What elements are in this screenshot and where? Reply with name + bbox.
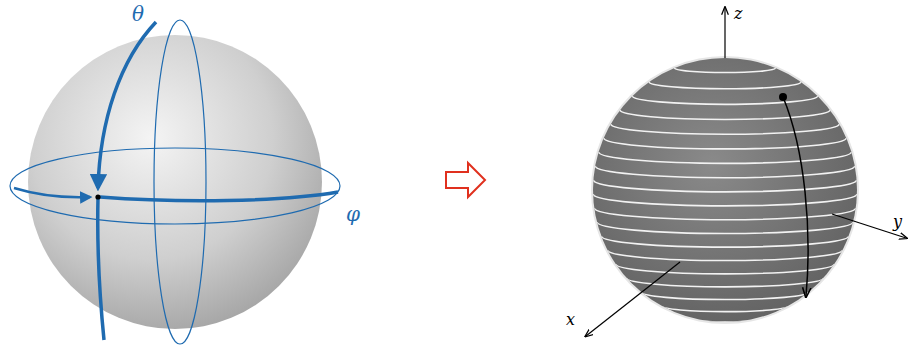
latitude-line bbox=[611, 124, 840, 134]
theta-path bbox=[98, 198, 104, 340]
latitude-line bbox=[675, 68, 776, 73]
y-axis bbox=[832, 214, 906, 238]
latitude-line bbox=[632, 96, 817, 104]
latitude-line bbox=[594, 208, 856, 220]
latitude-line bbox=[604, 138, 847, 149]
phi-label: φ bbox=[346, 204, 360, 224]
theta-ring bbox=[154, 20, 206, 344]
phi-path bbox=[100, 192, 338, 201]
phi-arrow bbox=[14, 188, 90, 197]
theta-arrow bbox=[98, 22, 156, 188]
x-axis bbox=[586, 262, 680, 336]
point bbox=[95, 194, 100, 199]
sphere-rim bbox=[591, 56, 859, 324]
axis-label: z bbox=[734, 6, 742, 22]
latitude-line bbox=[595, 166, 855, 178]
axis-label: x bbox=[566, 312, 575, 328]
latitude-line bbox=[599, 152, 852, 163]
latitude-line bbox=[601, 236, 848, 247]
latitude-line bbox=[702, 320, 748, 322]
latitude-line bbox=[616, 264, 835, 274]
phi-ring bbox=[10, 148, 340, 224]
latitude-line bbox=[627, 278, 824, 287]
point bbox=[779, 93, 787, 101]
latitude-line bbox=[593, 180, 856, 192]
axis-label: y bbox=[893, 214, 902, 230]
latitude-line bbox=[649, 82, 801, 89]
latitude-line bbox=[597, 222, 853, 234]
latitude-line bbox=[620, 110, 830, 119]
sphere bbox=[593, 58, 857, 322]
path-arrow bbox=[783, 97, 808, 296]
latitude-lines bbox=[593, 68, 857, 322]
z-axis bbox=[724, 8, 725, 58]
latitude-line bbox=[593, 194, 857, 206]
latitude-line bbox=[641, 292, 809, 300]
theta-label: θ bbox=[132, 4, 144, 24]
latitude-line bbox=[662, 306, 788, 312]
transform-arrow bbox=[446, 163, 485, 197]
sphere bbox=[28, 35, 322, 329]
